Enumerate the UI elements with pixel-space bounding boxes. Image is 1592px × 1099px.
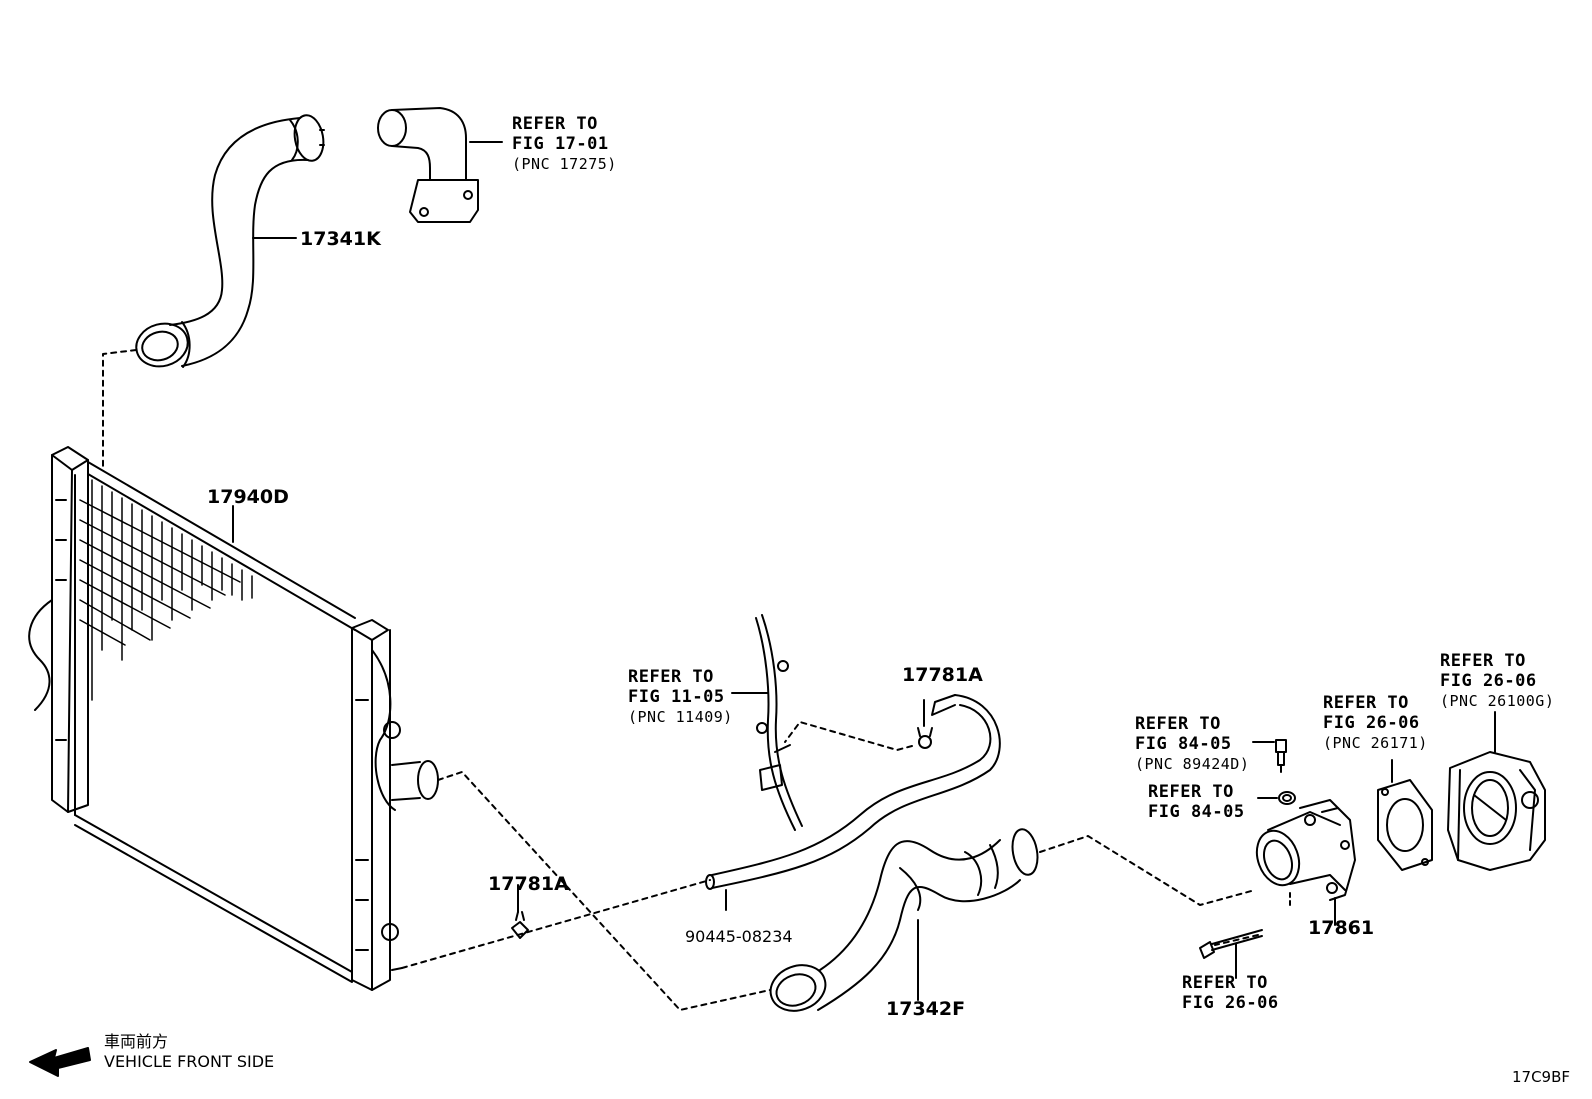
ref-wire-line3: (PNC 11409) xyxy=(628,708,733,726)
upper-hose-dash xyxy=(102,349,137,471)
ref-sensor-line2: FIG 84-05 xyxy=(1135,734,1232,754)
label-upper-hose: 17341K xyxy=(300,228,381,250)
ref-gasket-line2: FIG 26-06 xyxy=(1323,713,1420,733)
inlet-dash xyxy=(1039,835,1256,906)
ref-outlet-line3: (PNC 17275) xyxy=(512,155,617,173)
figure-code: 17C9BF xyxy=(1512,1068,1571,1086)
label-clamp-right: 17781A xyxy=(902,664,983,686)
ref-outlet-line2: FIG 17-01 xyxy=(512,134,609,154)
temperature-sensor xyxy=(1275,739,1287,773)
bypass-dash xyxy=(401,879,711,969)
ref-throttle: REFER TO FIG 26-06 (PNC 26100G) xyxy=(1440,651,1554,711)
ref-bolt: REFER TO FIG 26-06 xyxy=(1182,973,1279,1013)
ref-throttle-line2: FIG 26-06 xyxy=(1440,671,1537,691)
ref-bolt-line2: FIG 26-06 xyxy=(1182,993,1279,1013)
label-bypass-hose: 90445-08234 xyxy=(685,927,793,946)
ref-small-gasket-line1: REFER TO xyxy=(1148,782,1234,802)
bolt-dash xyxy=(1214,934,1259,946)
label-lower-hose: 17342F xyxy=(886,998,966,1020)
radiator-fins xyxy=(79,479,253,701)
ref-wire-line2: FIG 11-05 xyxy=(628,687,725,707)
wire-harness xyxy=(755,614,803,831)
front-label-japanese: 車両前方 xyxy=(104,1032,169,1051)
lower-hose-dash xyxy=(437,771,771,1011)
bypass-hose xyxy=(705,694,1001,890)
ref-outlet-line1: REFER TO xyxy=(512,114,598,134)
throttle-body xyxy=(1447,751,1546,871)
ref-gasket-line1: REFER TO xyxy=(1323,693,1409,713)
ref-sensor-line1: REFER TO xyxy=(1135,714,1221,734)
ref-sensor: REFER TO FIG 84-05 (PNC 89424D) xyxy=(1135,714,1249,774)
ref-outlet: REFER TO FIG 17-01 (PNC 17275) xyxy=(512,114,617,174)
upper-radiator-hose xyxy=(135,114,325,368)
clamp-right xyxy=(917,727,933,749)
lower-radiator-hose xyxy=(769,828,1039,1012)
radiator xyxy=(28,446,439,991)
label-clamp-left: 17781A xyxy=(488,873,569,895)
ref-gasket: REFER TO FIG 26-06 (PNC 26171) xyxy=(1323,693,1428,753)
small-gasket xyxy=(1278,791,1296,805)
ref-wire-line1: REFER TO xyxy=(628,667,714,687)
ref-throttle-line1: REFER TO xyxy=(1440,651,1526,671)
bolt xyxy=(1199,929,1263,959)
ref-wire: REFER TO FIG 11-05 (PNC 11409) xyxy=(628,667,733,727)
ref-small-gasket: REFER TO FIG 84-05 xyxy=(1148,782,1245,822)
ref-gasket-line3: (PNC 26171) xyxy=(1323,734,1428,752)
water-inlet xyxy=(1255,799,1356,901)
water-outlet xyxy=(377,107,479,223)
clamp-left xyxy=(511,911,529,939)
front-arrow-icon xyxy=(29,1047,91,1077)
throttle-gasket xyxy=(1377,779,1433,871)
clamp-right-dash xyxy=(784,721,913,751)
front-label: 車両前方 VEHICLE FRONT SIDE xyxy=(104,1032,274,1072)
ref-bolt-line1: REFER TO xyxy=(1182,973,1268,993)
ref-small-gasket-line2: FIG 84-05 xyxy=(1148,802,1245,822)
front-label-english: VEHICLE FRONT SIDE xyxy=(104,1052,275,1071)
ref-throttle-line3: (PNC 26100G) xyxy=(1440,692,1555,710)
label-water-inlet: 17861 xyxy=(1308,917,1375,939)
ref-sensor-line3: (PNC 89424D) xyxy=(1135,755,1250,773)
label-radiator: 17940D xyxy=(207,486,289,508)
